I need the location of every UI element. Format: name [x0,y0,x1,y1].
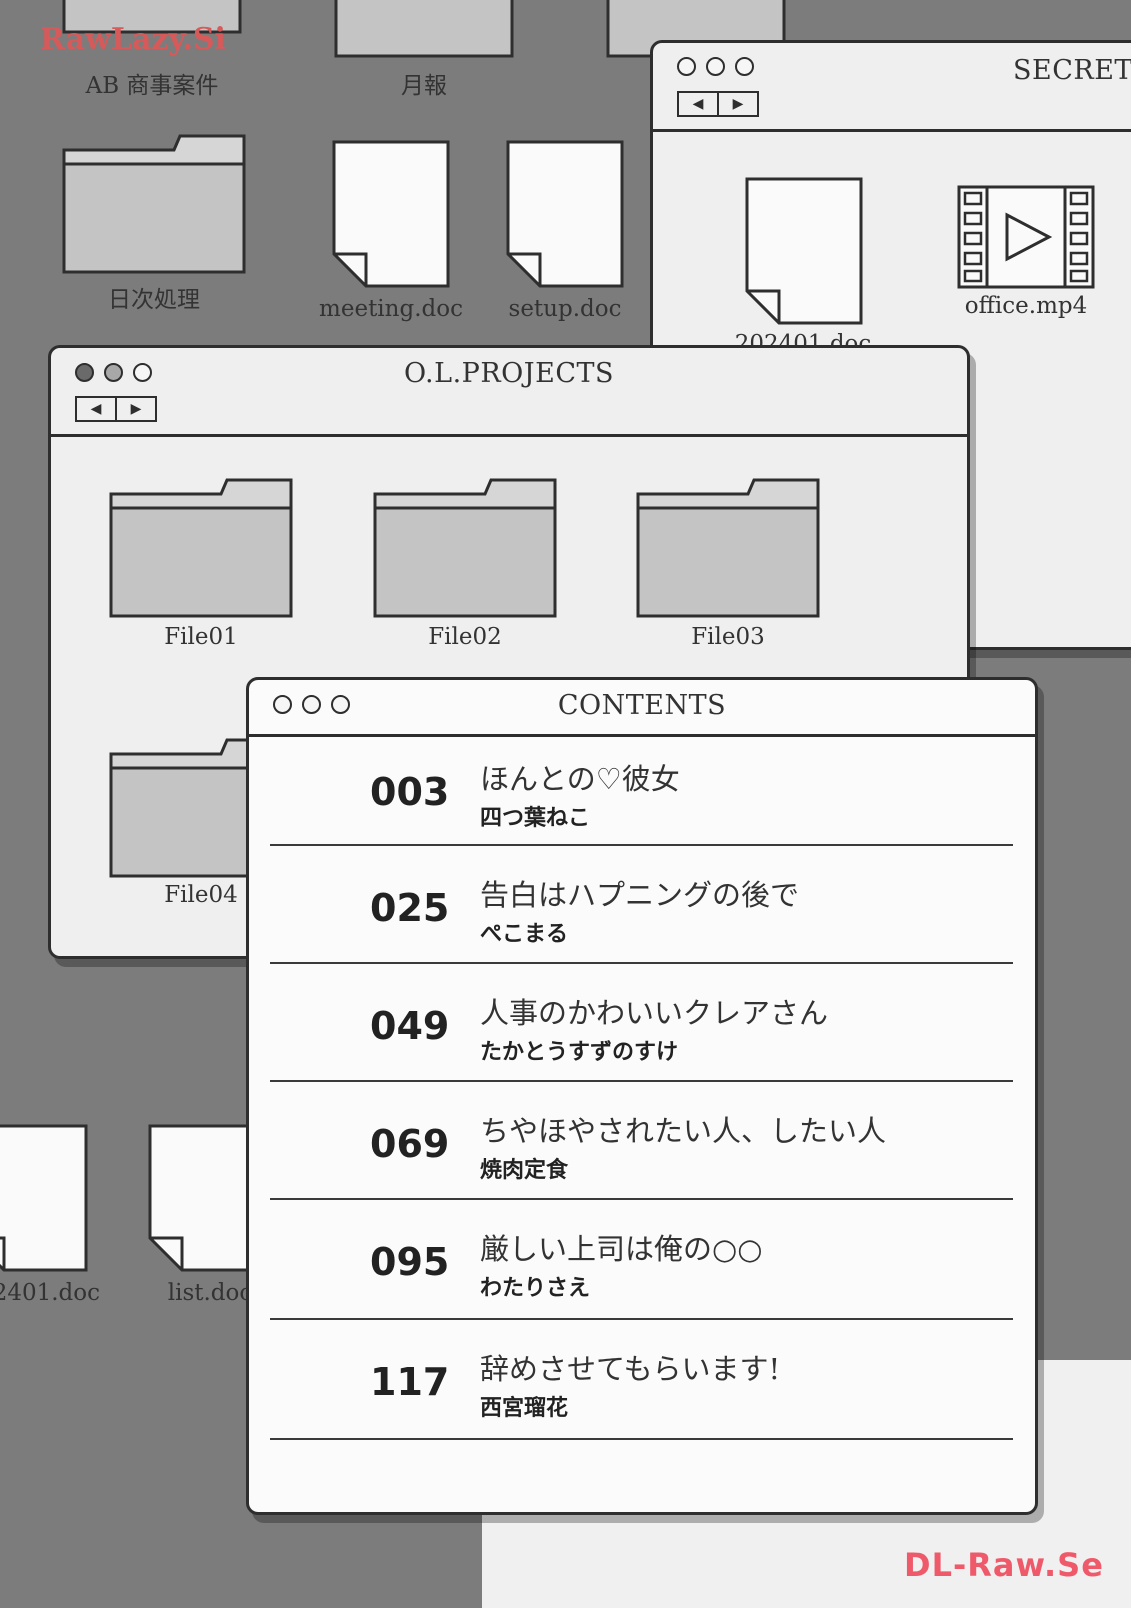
window-controls [677,57,754,76]
file-label: office.mp4 [964,293,1088,319]
window-titlebar[interactable]: ◀ ▶ SECRET [653,43,1131,132]
window-controls [273,695,350,714]
watermark-bottom-right: DL-Raw.Se [904,1546,1104,1584]
page-number: 049 [370,1004,450,1048]
desktop-icon-label: setup.doc [508,296,622,322]
nav-buttons: ◀ ▶ [75,396,157,422]
folder-icon[interactable] [109,478,293,620]
desktop-icon-label: 月報 [401,73,447,99]
folder-icon[interactable] [636,478,820,620]
story-title: 告白はハプニングの後で [480,878,800,912]
desktop-icon-label: 2401.doc [0,1280,100,1306]
author-name: 焼肉定食 [480,1158,569,1183]
close-button[interactable] [273,695,292,714]
desktop-icon-label: AB 商事案件 [85,73,219,99]
story-title: ちやほやされたい人、したい人 [480,1114,887,1148]
author-name: ぺこまる [480,922,569,947]
author-name: たかとうすずのすけ [480,1040,679,1065]
desktop-icon-label: 日次処理 [108,287,200,313]
list-item[interactable]: 049 人事のかわいいクレアさん たかとうすずのすけ [270,964,1013,1082]
forward-arrow-icon[interactable]: ▶ [717,93,757,115]
close-button[interactable] [677,57,696,76]
list-item[interactable]: 025 告白はハプニングの後で ぺこまる [270,846,1013,964]
folder-label: File03 [691,624,765,650]
story-title: ほんとの♡彼女 [480,762,680,796]
back-arrow-icon[interactable]: ◀ [692,96,704,112]
nav-buttons: ◀ ▶ [677,91,759,117]
minimize-button[interactable] [706,57,725,76]
close-button[interactable] [75,363,94,382]
back-arrow-icon[interactable]: ◀ [90,401,102,417]
desktop-icon-label: meeting.doc [319,296,463,322]
minimize-button[interactable] [104,363,123,382]
list-item[interactable]: 095 厳しい上司は俺の○○ わたりさえ [270,1200,1013,1320]
maximize-button[interactable] [735,57,754,76]
contents-window[interactable]: CONTENTS [246,677,1038,1515]
folder-label: File01 [164,624,238,650]
story-title: 辞めさせてもらいます! [480,1352,781,1386]
folder-label: File04 [164,882,238,908]
list-item[interactable]: 003 ほんとの♡彼女 四つ葉ねこ [270,740,1013,846]
forward-arrow-icon[interactable]: ▶ [115,398,155,420]
author-name: 西宮瑠花 [480,1396,569,1421]
desktop-icon-label: list.doc [167,1280,253,1306]
story-title: 人事のかわいいクレアさん [480,996,829,1030]
author-name: 四つ葉ねこ [480,806,591,831]
list-item[interactable]: 117 辞めさせてもらいます! 西宮瑠花 [270,1320,1013,1440]
document-icon[interactable] [148,1124,268,1272]
document-icon[interactable] [332,140,450,288]
window-title: CONTENTS [557,690,727,721]
window-title: SECRET [1013,55,1131,86]
document-icon[interactable] [745,177,863,325]
page-number: 095 [370,1240,450,1284]
folder-icon[interactable] [373,478,557,620]
window-titlebar[interactable]: CONTENTS [249,680,1035,737]
page-number: 117 [370,1360,450,1404]
page-number: 025 [370,886,450,930]
list-item[interactable]: 069 ちやほやされたい人、したい人 焼肉定食 [270,1082,1013,1200]
author-name: わたりさえ [480,1276,591,1301]
story-title: 厳しい上司は俺の○○ [480,1232,763,1266]
window-title: O.L.PROJECTS [404,358,614,389]
minimize-button[interactable] [302,695,321,714]
window-controls [75,363,152,382]
page-number: 069 [370,1122,450,1166]
page-number: 003 [370,770,450,814]
window-titlebar[interactable]: ◀ ▶ O.L.PROJECTS [51,348,967,437]
video-file-icon[interactable] [957,185,1095,289]
folder-icon[interactable] [62,134,246,276]
maximize-button[interactable] [133,363,152,382]
document-icon[interactable] [506,140,624,288]
folder-icon[interactable] [62,0,242,36]
folder-icon[interactable] [334,0,514,60]
maximize-button[interactable] [331,695,350,714]
folder-label: File02 [428,624,502,650]
document-icon[interactable] [0,1124,90,1272]
watermark-top-left: RawLazy.Si [40,22,226,57]
